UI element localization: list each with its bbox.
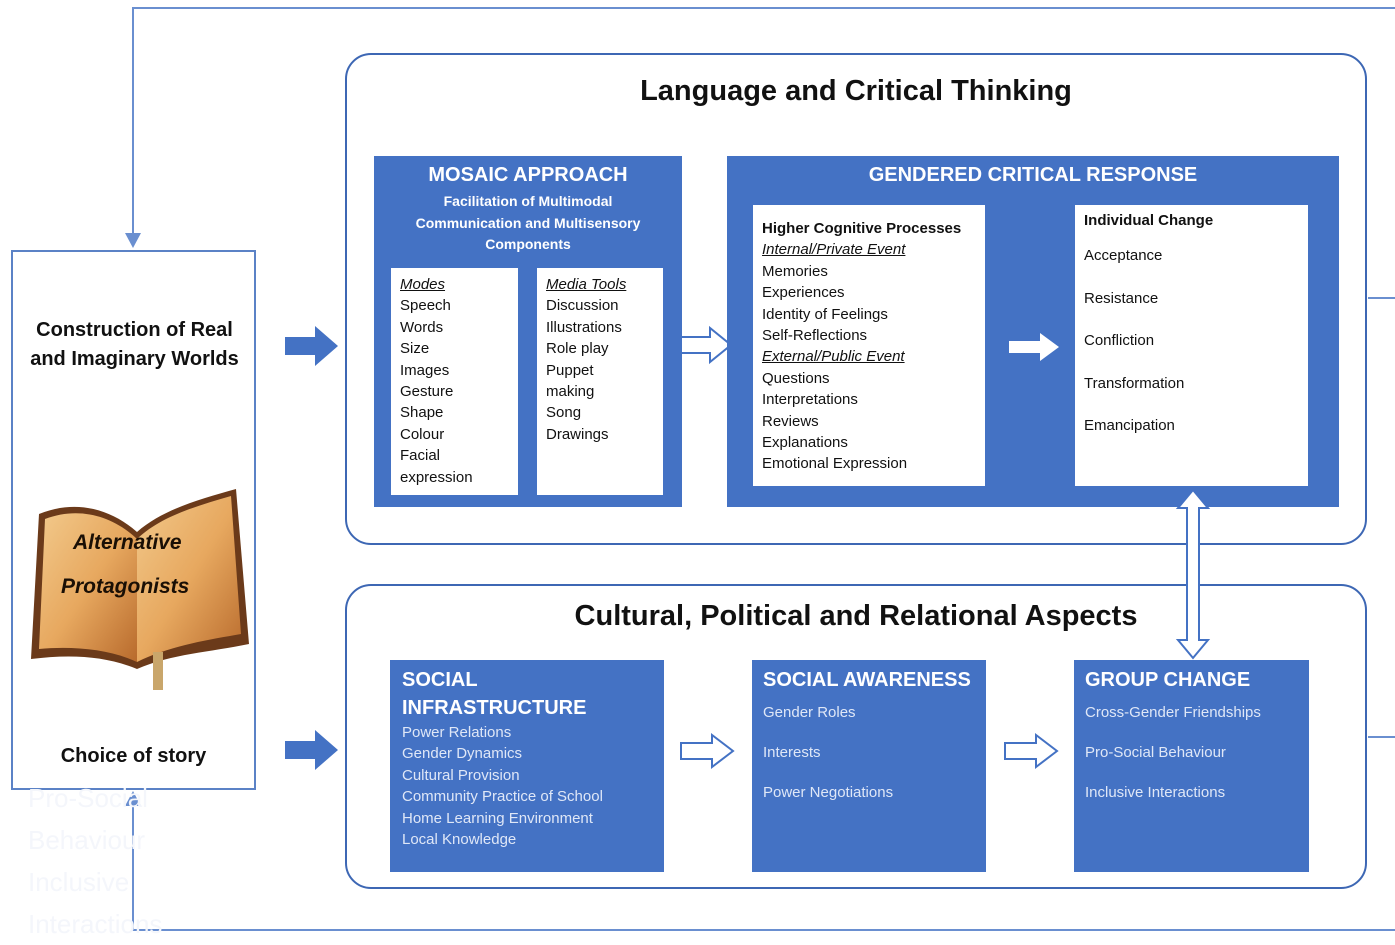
- mode-item: Size: [400, 340, 430, 358]
- individual-change-item: Acceptance: [1084, 247, 1163, 265]
- mode-item: Shape: [400, 404, 444, 422]
- mode-item: Speech: [400, 297, 451, 315]
- book-text-line2: Protagonists: [61, 575, 190, 598]
- social-infrastructure-item: Gender Dynamics: [402, 745, 523, 763]
- media-item: Discussion: [546, 297, 619, 315]
- cultural-panel-title: Cultural, Political and Relational Aspec…: [574, 600, 1138, 632]
- mode-item: Gesture: [400, 383, 454, 401]
- media-item: Role play: [546, 340, 609, 358]
- social-infrastructure-item: Home Learning Environment: [402, 809, 593, 827]
- mosaic-subtitle: Facilitation of Multimodal Communication…: [415, 193, 641, 252]
- social-infrastructure-title: SOCIAL INFRASTRUCTURE: [402, 669, 587, 719]
- gendered-title: GENDERED CRITICAL RESPONSE: [868, 164, 1198, 186]
- social-awareness-item: Interests: [763, 744, 821, 761]
- ghost-text-line: Interactions: [28, 909, 163, 939]
- individual-change-item: Confliction: [1084, 332, 1155, 350]
- social-infrastructure-item: Cultural Provision: [402, 766, 520, 784]
- mosaic-title: MOSAIC APPROACH: [428, 164, 628, 186]
- external-event-header: External/Public Event: [762, 348, 905, 366]
- internal-item: Experiences: [762, 284, 845, 302]
- hollow-arrow-awareness-to-group: [1004, 733, 1059, 769]
- media-item: Song: [546, 404, 582, 422]
- social-infrastructure-item: Power Relations: [402, 724, 512, 741]
- social-awareness-box: SOCIAL AWARENESS Gender Roles Interests …: [752, 660, 986, 872]
- media-tools-box: Media Tools Discussion Illustrations Rol…: [537, 268, 663, 495]
- ghost-text: Pro-Social Behaviour Inclusive Interacti…: [28, 777, 162, 945]
- hollow-arrow-mosaic-to-response: [680, 325, 733, 365]
- book-image: [31, 489, 249, 690]
- external-item: Emotional Expression: [762, 455, 908, 473]
- higher-cognitive-header: Higher Cognitive Processes: [762, 220, 962, 237]
- mosaic-approach-box: MOSAIC APPROACH Facilitation of Multimod…: [374, 156, 682, 507]
- ghost-text-line: Pro-Social: [28, 783, 148, 813]
- media-item: Drawings: [546, 425, 609, 443]
- individual-change-item: Transformation: [1084, 374, 1185, 392]
- modes-box: Modes Speech Words Size Images Gesture S…: [391, 268, 518, 495]
- mode-item: Words: [400, 318, 444, 336]
- ghost-text-line: Behaviour: [28, 825, 146, 855]
- media-item: Illustrations: [546, 318, 622, 336]
- internal-item: Self-Reflections: [762, 327, 868, 345]
- mode-item: Colour: [400, 425, 445, 443]
- mode-item: Images: [400, 361, 450, 379]
- external-item: Interpretations: [762, 391, 858, 409]
- group-change-item: Cross-Gender Friendships: [1085, 704, 1261, 721]
- double-arrow-individual-group: [1175, 488, 1211, 660]
- group-change-item: Inclusive Interactions: [1085, 784, 1226, 801]
- social-awareness-item: Power Negotiations: [763, 784, 894, 801]
- cognitive-processes-box: Higher Cognitive Processes Internal/Priv…: [753, 205, 985, 486]
- gendered-critical-response-box: GENDERED CRITICAL RESPONSE Higher Cognit…: [727, 156, 1339, 507]
- book-text-line1: Alternative: [73, 531, 182, 554]
- group-change-box: GROUP CHANGE Cross-Gender Friendships Pr…: [1074, 660, 1309, 872]
- social-awareness-title: SOCIAL AWARENESS: [763, 669, 971, 691]
- external-item: Explanations: [762, 434, 848, 452]
- individual-change-item: Resistance: [1084, 289, 1159, 307]
- language-panel-title: Language and Critical Thinking: [640, 75, 1072, 107]
- individual-change-box: Individual Change Acceptance Resistance …: [1075, 205, 1308, 486]
- individual-change-item: Emancipation: [1084, 417, 1175, 435]
- social-infrastructure-item: Community Practice of School: [402, 788, 603, 806]
- bottom-loop-line: [132, 800, 1395, 931]
- arrow-to-cultural: [285, 730, 338, 770]
- internal-event-header: Internal/Private Event: [762, 241, 906, 259]
- social-infrastructure-item: Local Knowledge: [402, 831, 517, 849]
- internal-item: Identity of Feelings: [762, 305, 888, 323]
- individual-change-header: Individual Change: [1084, 212, 1214, 229]
- internal-item: Memories: [762, 262, 828, 280]
- story-construction-title: Construction of Real and Imaginary World…: [30, 319, 239, 370]
- bottom-loop-arrowhead: [125, 791, 141, 806]
- ghost-text-line: Inclusive: [28, 867, 130, 897]
- white-arrow-to-individual-change: [1009, 333, 1059, 361]
- top-loop-line: [132, 7, 1395, 240]
- media-item: Puppet making: [546, 361, 595, 401]
- group-change-item: Pro-Social Behaviour: [1085, 744, 1226, 761]
- modes-header: Modes: [400, 276, 446, 293]
- choice-of-story-label: Choice of story: [60, 745, 207, 767]
- external-item: Questions: [762, 369, 830, 387]
- story-construction-panel: Construction of Real and Imaginary World…: [11, 250, 256, 790]
- mode-item: Facial expression: [400, 447, 473, 486]
- social-infrastructure-box: SOCIAL INFRASTRUCTURE Power Relations Ge…: [390, 660, 664, 872]
- social-awareness-item: Gender Roles: [763, 704, 856, 721]
- external-item: Reviews: [762, 412, 819, 430]
- media-tools-header: Media Tools: [546, 276, 627, 293]
- group-change-title: GROUP CHANGE: [1085, 669, 1251, 691]
- hollow-arrow-infrastructure-to-awareness: [680, 733, 735, 769]
- arrow-to-language: [285, 326, 338, 366]
- top-loop-arrowhead: [125, 233, 141, 248]
